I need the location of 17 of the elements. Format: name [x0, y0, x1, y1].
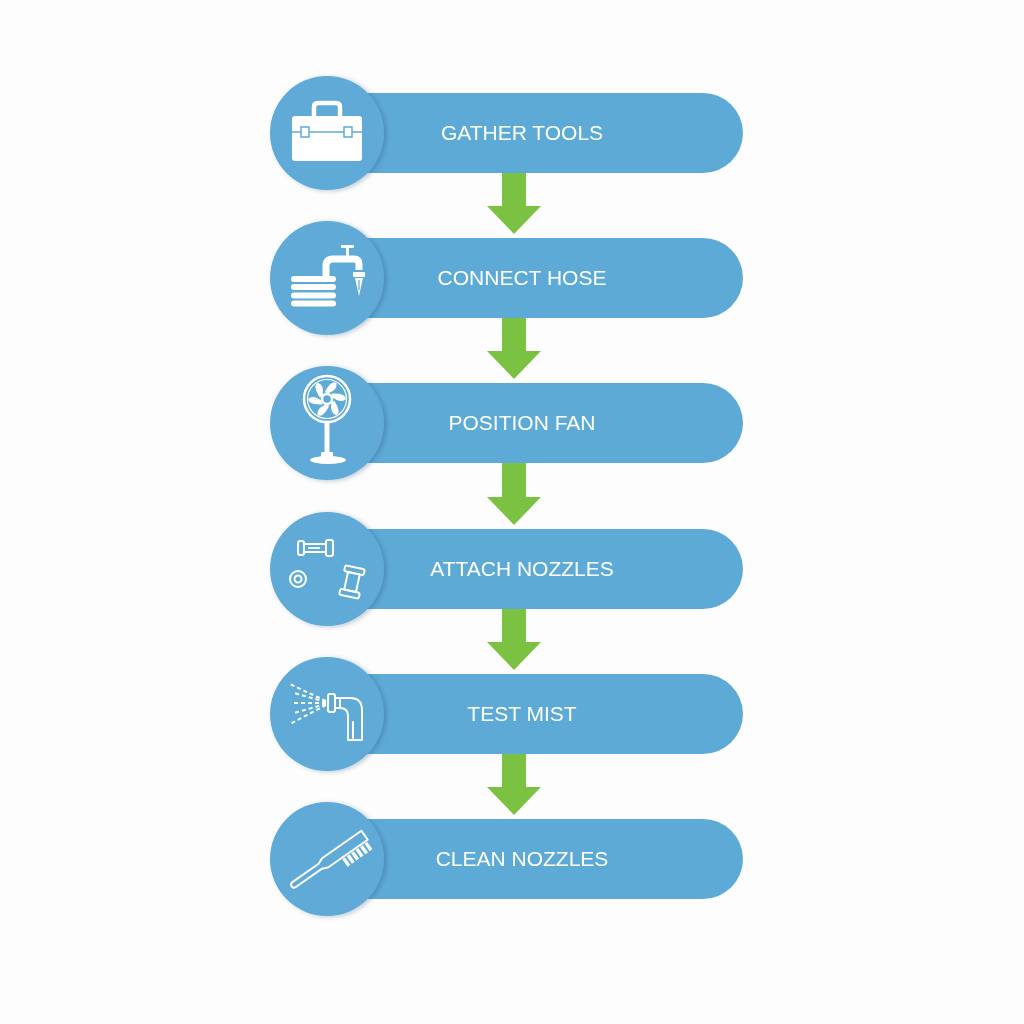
arrow: [487, 173, 541, 234]
arrow: [487, 318, 541, 379]
step-bar: [384, 383, 743, 463]
arrow: [487, 609, 541, 670]
step-label: CONNECT HOSE: [436, 265, 608, 291]
arrow: [487, 463, 541, 525]
step-bar: [384, 93, 743, 173]
step-bar: [384, 529, 743, 609]
step-label: POSITION FAN: [447, 410, 597, 436]
arrow: [487, 754, 541, 815]
step-bar: [384, 674, 743, 754]
step-bar: [384, 238, 743, 318]
step-label: GATHER TOOLS: [439, 120, 605, 146]
step-label: TEST MIST: [466, 701, 578, 727]
step-label: ATTACH NOZZLES: [429, 556, 615, 582]
step-label: CLEAN NOZZLES: [434, 846, 610, 872]
step-bar: [384, 819, 743, 899]
